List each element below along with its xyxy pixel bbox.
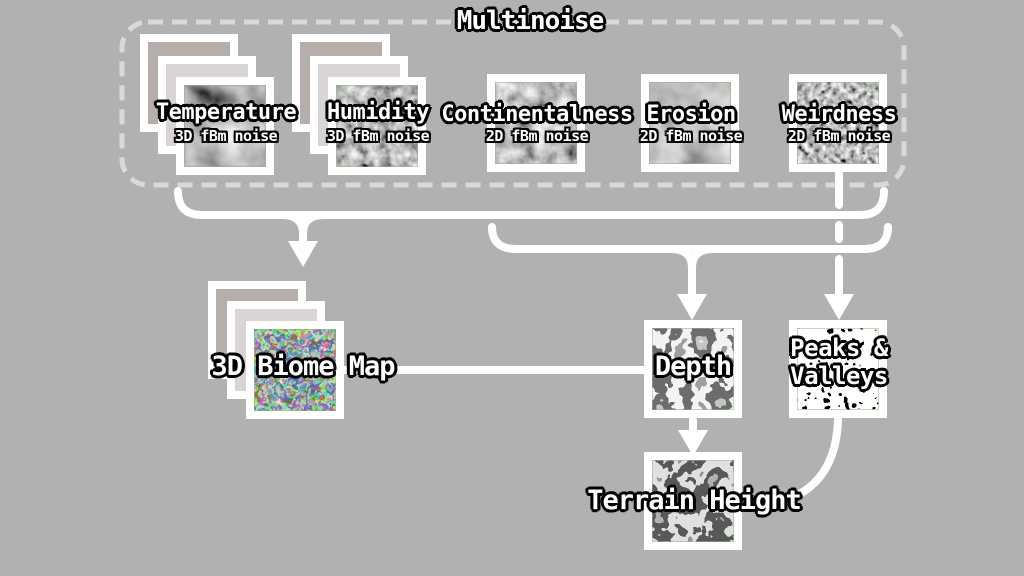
humidity-sublabel: 3D fBm noise: [326, 127, 430, 145]
temperature-sublabel: 3D fBm noise: [174, 127, 278, 145]
humidity-noise-texture: [336, 85, 418, 167]
peaks-valleys-noise-texture: [797, 328, 879, 410]
terrain-height-card: [644, 452, 742, 550]
edge-all-noises-to-biome-map: [174, 187, 888, 247]
weirdness-sublabel: 2D fBm noise: [787, 127, 891, 145]
temperature-noise-card: [176, 77, 274, 175]
diagram-title: Multinoise: [456, 6, 605, 36]
depth-noise-texture: [652, 328, 734, 410]
biome-map-card: [246, 321, 344, 419]
arrowhead-to-biome-map: [288, 241, 318, 267]
continentalness-sublabel: 2D fBm noise: [485, 127, 589, 145]
arrowhead-to-depth: [677, 294, 707, 320]
peaks-valleys-label-line1: Peaks &: [790, 334, 888, 362]
weirdness-label: Weirdness: [781, 102, 897, 127]
temperature-label: Temperature: [155, 100, 297, 125]
humidity-label: Humidity: [327, 100, 429, 125]
temperature-noise-texture: [184, 85, 266, 167]
erosion-sublabel: 2D fBm noise: [639, 127, 743, 145]
depth-label: Depth: [654, 351, 732, 382]
terrain-height-label: Terrain Height: [587, 485, 802, 516]
edge-2d-noises-to-depth: [488, 223, 892, 300]
biome-map-texture: [254, 329, 336, 411]
erosion-label: Erosion: [646, 102, 736, 127]
biome-map-label: 3D Biome Map: [211, 351, 395, 382]
terrain-height-noise-texture: [652, 460, 734, 542]
peaks-valleys-label-line2: Valleys: [790, 362, 888, 390]
continentalness-label: Continentalness: [441, 102, 633, 127]
humidity-noise-card: [328, 77, 426, 175]
peaks-valleys-card: [789, 320, 887, 418]
arrowhead-to-peaks-valleys: [824, 294, 854, 320]
